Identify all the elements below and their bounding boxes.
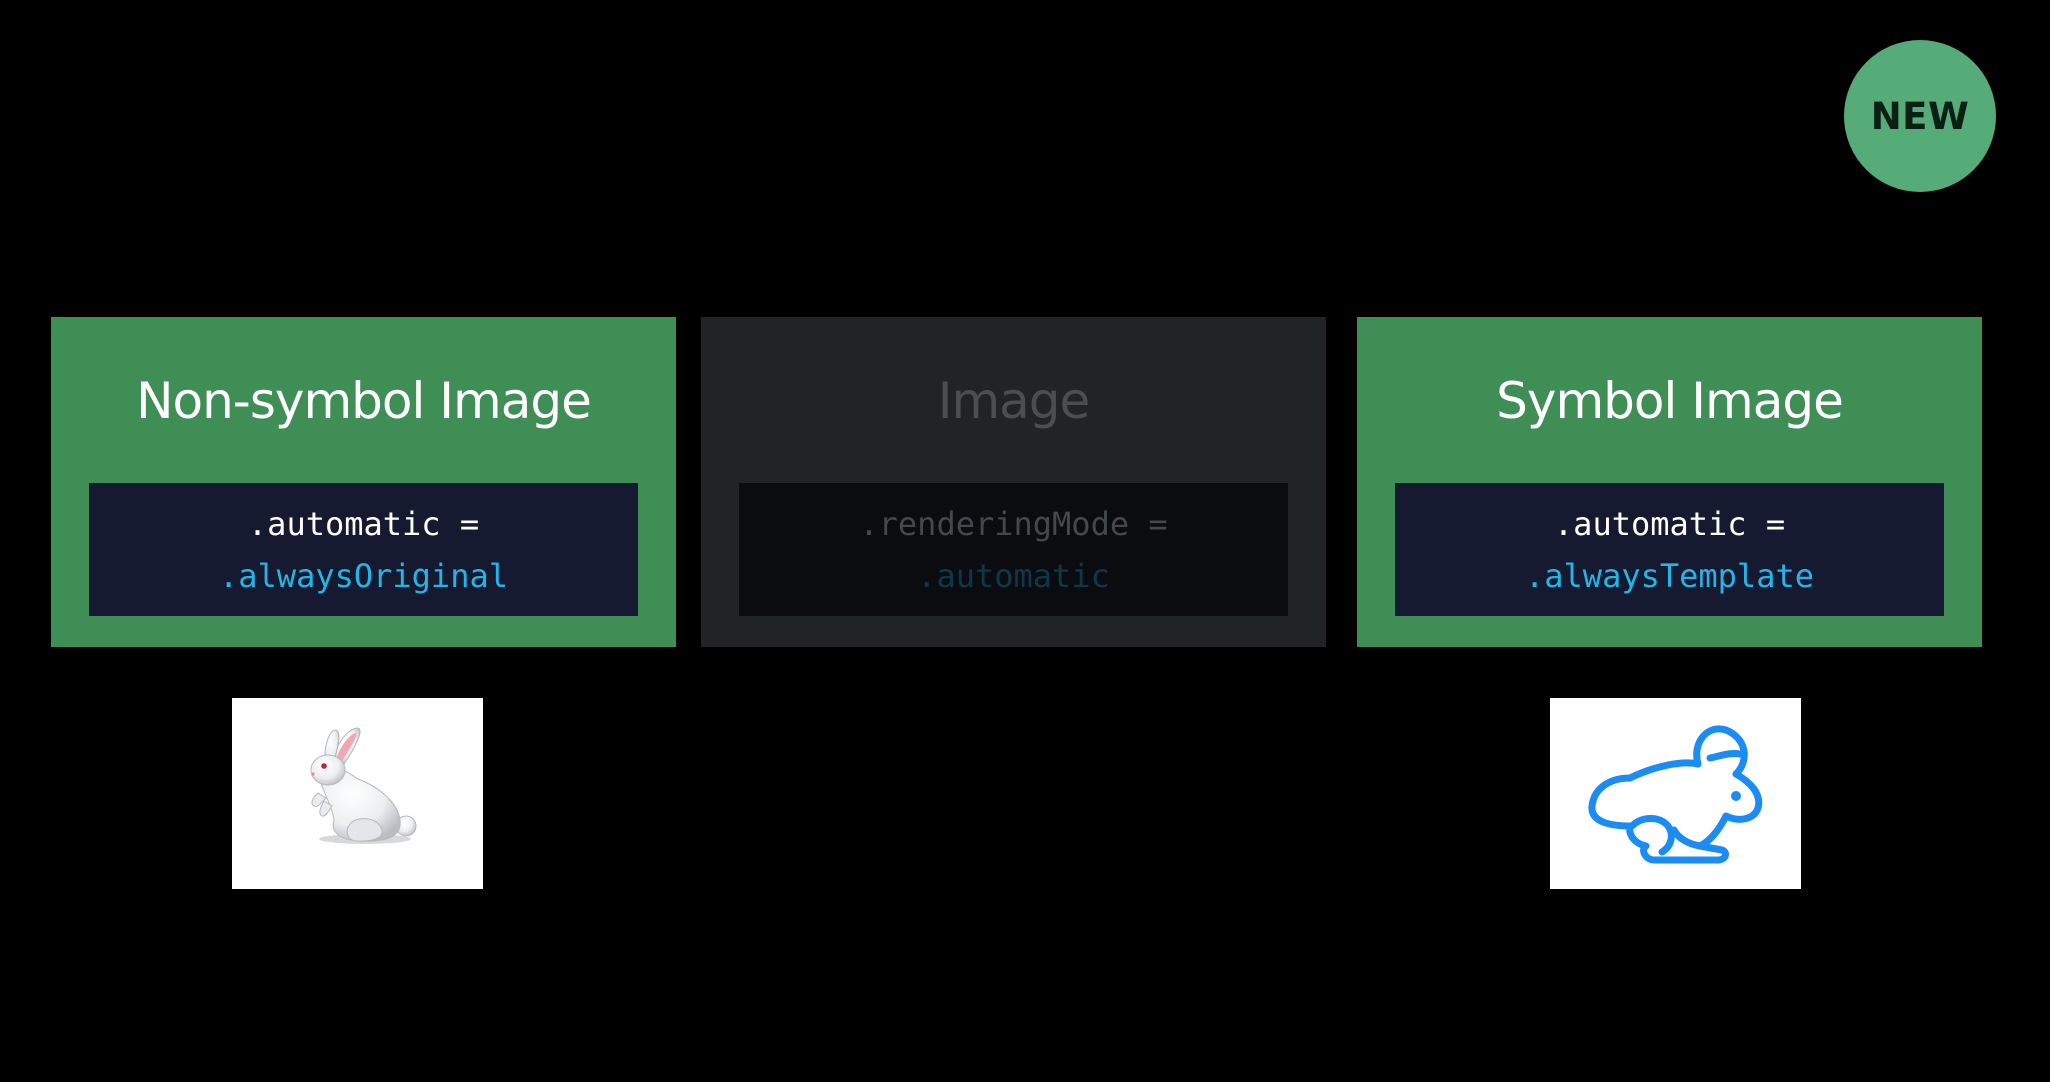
new-badge: NEW bbox=[1844, 40, 1996, 192]
rabbit-emoji-icon bbox=[310, 727, 417, 844]
symbol-image-panel: Symbol Image .automatic = .alwaysTemplat… bbox=[1357, 317, 1982, 647]
image-panel: Image .renderingMode = .automatic bbox=[701, 317, 1326, 647]
non-symbol-image-panel: Non-symbol Image .automatic = .alwaysOri… bbox=[51, 317, 676, 647]
code-block: .renderingMode = .automatic bbox=[739, 483, 1288, 616]
code-line: .renderingMode = bbox=[859, 504, 1168, 543]
code-line: .automatic = bbox=[247, 504, 480, 543]
code-line: .alwaysOriginal bbox=[219, 556, 508, 595]
non-symbol-image-preview bbox=[232, 698, 483, 889]
symbol-image-preview bbox=[1550, 698, 1801, 889]
code-line: .automatic bbox=[917, 556, 1110, 595]
panel-title: Symbol Image bbox=[1496, 372, 1844, 430]
panel-title: Image bbox=[937, 372, 1091, 430]
panel-title: Non-symbol Image bbox=[136, 372, 592, 430]
code-block: .automatic = .alwaysTemplate bbox=[1395, 483, 1944, 616]
code-line: .automatic = bbox=[1553, 504, 1786, 543]
new-badge-label: NEW bbox=[1870, 94, 1970, 138]
code-line: .alwaysTemplate bbox=[1525, 556, 1814, 595]
rabbit-symbol-icon bbox=[1588, 725, 1763, 864]
code-block: .automatic = .alwaysOriginal bbox=[89, 483, 638, 616]
